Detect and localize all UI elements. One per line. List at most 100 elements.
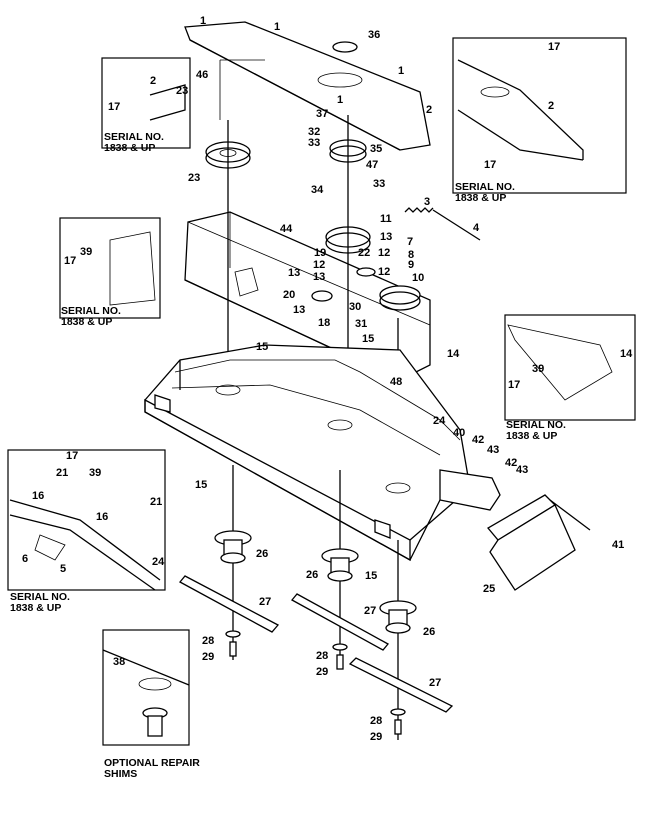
callout-c15a: 15 — [256, 341, 268, 353]
callout-c42b: 42 — [505, 457, 517, 469]
callout-c20: 20 — [283, 289, 295, 301]
callout-c12a: 12 — [378, 247, 390, 259]
callout-i_ll_39: 39 — [89, 467, 101, 479]
callout-i_ll_6: 6 — [22, 553, 28, 565]
callout-c13a: 13 — [380, 231, 392, 243]
callout-c9: 9 — [408, 259, 414, 271]
callout-c23: 23 — [188, 172, 200, 184]
inset-middle-right — [504, 314, 636, 421]
callout-i_ll_21a: 21 — [56, 467, 68, 479]
callout-c10: 10 — [412, 272, 424, 284]
callout-i_ml_17: 17 — [64, 255, 76, 267]
callout-c33b: 33 — [373, 178, 385, 190]
belt-shield-assembly — [184, 115, 481, 488]
callout-c22: 22 — [358, 247, 370, 259]
callout-c40: 40 — [453, 427, 465, 439]
inset-label-lower-left: SERIAL NO.1838 & UP — [10, 591, 70, 614]
callout-c31: 31 — [355, 318, 367, 330]
callout-i_tr_17a: 17 — [548, 41, 560, 53]
callout-i_ml_39: 39 — [80, 246, 92, 258]
belt-cover — [184, 21, 431, 151]
inset-middle-left — [59, 217, 161, 319]
callout-i_ll_17: 17 — [66, 450, 78, 462]
callout-c43a: 43 — [487, 444, 499, 456]
inset-bottom-left — [102, 629, 190, 746]
callout-c13d: 13 — [313, 271, 325, 283]
callout-c8: 8 — [408, 249, 414, 261]
callout-i_bl_38: 38 — [113, 656, 125, 668]
callout-c1b: 1 — [274, 21, 280, 33]
callout-i_tr_17b: 17 — [484, 159, 496, 171]
callout-c4: 4 — [473, 222, 480, 234]
inset-label-mid-left: SERIAL NO.1838 & UP — [61, 305, 121, 328]
callout-c30: 30 — [349, 301, 361, 313]
callout-c27b: 27 — [364, 605, 376, 617]
callout-c28a: 28 — [202, 635, 214, 647]
callout-c24a: 24 — [433, 415, 446, 427]
callout-i_ll_5: 5 — [60, 563, 66, 575]
callout-c15c: 15 — [195, 479, 207, 491]
callout-c32: 32 — [308, 126, 320, 138]
inset-top-right — [452, 37, 627, 194]
callout-c7: 7 — [407, 236, 413, 248]
callout-i_mr_39: 39 — [532, 363, 544, 375]
callout-c13b: 13 — [288, 267, 300, 279]
callout-c48: 48 — [390, 376, 402, 388]
callout-c27c: 27 — [429, 677, 441, 689]
callout-c43b: 43 — [516, 464, 528, 476]
callout-c11: 11 — [380, 213, 392, 225]
callout-c33a: 33 — [308, 137, 320, 149]
callout-c44: 44 — [280, 223, 293, 235]
callout-c28c: 28 — [370, 715, 382, 727]
callout-c29c: 29 — [370, 731, 382, 743]
grommet-ring — [332, 41, 358, 53]
callout-c41: 41 — [612, 539, 624, 551]
callout-c19: 19 — [314, 247, 326, 259]
callout-c47: 47 — [366, 159, 378, 171]
callout-c26c: 26 — [423, 626, 435, 638]
callout-i_ll_16a: 16 — [32, 490, 44, 502]
callout-i_tl_23: 23 — [176, 85, 188, 97]
callout-c29b: 29 — [316, 666, 328, 678]
callout-c25: 25 — [483, 583, 495, 595]
callout-c26b: 26 — [306, 569, 318, 581]
callout-c26a: 26 — [256, 548, 268, 560]
callout-c34: 34 — [311, 184, 324, 196]
callout-c12b: 12 — [378, 266, 390, 278]
callout-i_tl_17: 17 — [108, 101, 120, 113]
callout-c1c: 1 — [398, 65, 404, 77]
callout-c15b: 15 — [362, 333, 374, 345]
discharge-chute — [487, 494, 591, 591]
inset-label-top-left: SERIAL NO.1838 & UP — [104, 131, 164, 154]
callout-c37: 37 — [316, 108, 328, 120]
callout-c1a: 1 — [200, 15, 206, 27]
mower-deck-frame — [144, 344, 501, 562]
callout-i_tr_2: 2 — [548, 100, 554, 112]
callout-c2a: 2 — [426, 104, 432, 116]
callout-c28b: 28 — [316, 650, 328, 662]
callout-c35: 35 — [370, 143, 382, 155]
callout-c3: 3 — [424, 196, 430, 208]
callout-i_ll_16b: 16 — [96, 511, 108, 523]
callout-i_tl_2: 2 — [150, 75, 156, 87]
callout-c15d: 15 — [365, 570, 377, 582]
callout-c12c: 12 — [313, 259, 325, 271]
callout-c46: 46 — [196, 69, 208, 81]
callout-c29a: 29 — [202, 651, 214, 663]
callout-i_mr_17: 17 — [508, 379, 520, 391]
inset-lower-left — [7, 449, 166, 591]
spindle-blade-assemblies — [178, 465, 454, 740]
inset-top-left — [101, 57, 191, 149]
callout-i_ll_24: 24 — [152, 556, 165, 568]
callout-c14: 14 — [447, 348, 460, 360]
callout-c1d: 1 — [337, 94, 343, 106]
callout-c36: 36 — [368, 29, 380, 41]
callout-c42a: 42 — [472, 434, 484, 446]
inset-label-mid-right: SERIAL NO.1838 & UP — [506, 419, 566, 442]
callout-c18: 18 — [318, 317, 330, 329]
inset-label-top-right: SERIAL NO.1838 & UP — [455, 181, 515, 204]
